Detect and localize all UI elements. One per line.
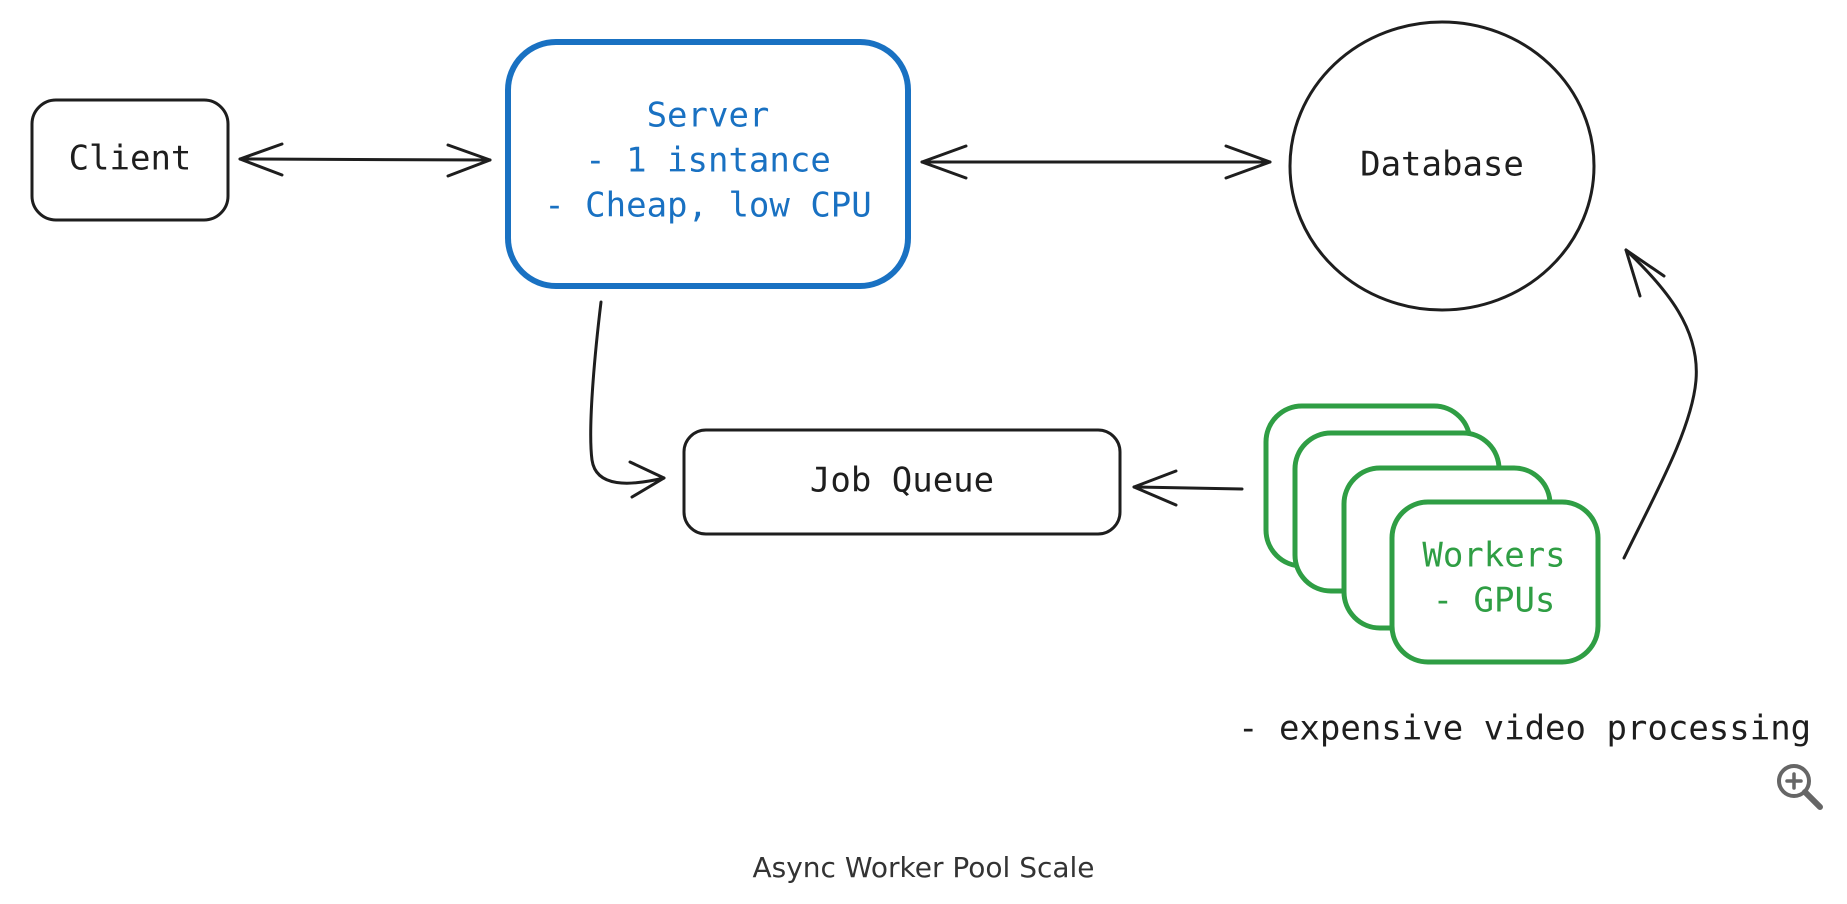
diagram-caption: Async Worker Pool Scale: [752, 851, 1095, 884]
workers-label-title: Workers: [1422, 536, 1565, 576]
workers-label-gpus: - GPUs: [1433, 581, 1556, 621]
arrow-server-database: [920, 144, 1272, 180]
server-label-title: Server: [647, 96, 770, 136]
workers-note: - expensive video processing: [1238, 709, 1811, 749]
arrow-client-server: [238, 142, 492, 178]
arrow-server-jobqueue: [589, 300, 666, 499]
database-node: Database: [1288, 20, 1596, 312]
workers-node: Workers - GPUs: [1263, 403, 1601, 665]
server-label-instances: - 1 isntance: [585, 141, 831, 181]
job-queue-node: Job Queue: [682, 428, 1122, 536]
job-queue-label: Job Queue: [810, 461, 994, 501]
database-ellipse: [1288, 20, 1596, 312]
client-node: Client: [30, 98, 230, 222]
job-queue-box: [682, 428, 1122, 536]
arrow-workers-jobqueue: [1132, 469, 1244, 507]
zoom-in-icon[interactable]: [1773, 760, 1825, 812]
arrow-workers-database: [1622, 248, 1698, 560]
database-label: Database: [1360, 145, 1524, 185]
server-node: Server - 1 isntance - Cheap, low CPU: [505, 39, 911, 289]
worker-card-4: [1389, 499, 1601, 665]
client-label: Client: [69, 139, 192, 179]
server-label-cpu: - Cheap, low CPU: [544, 186, 872, 226]
server-box: [505, 39, 911, 289]
client-box: [30, 98, 230, 222]
